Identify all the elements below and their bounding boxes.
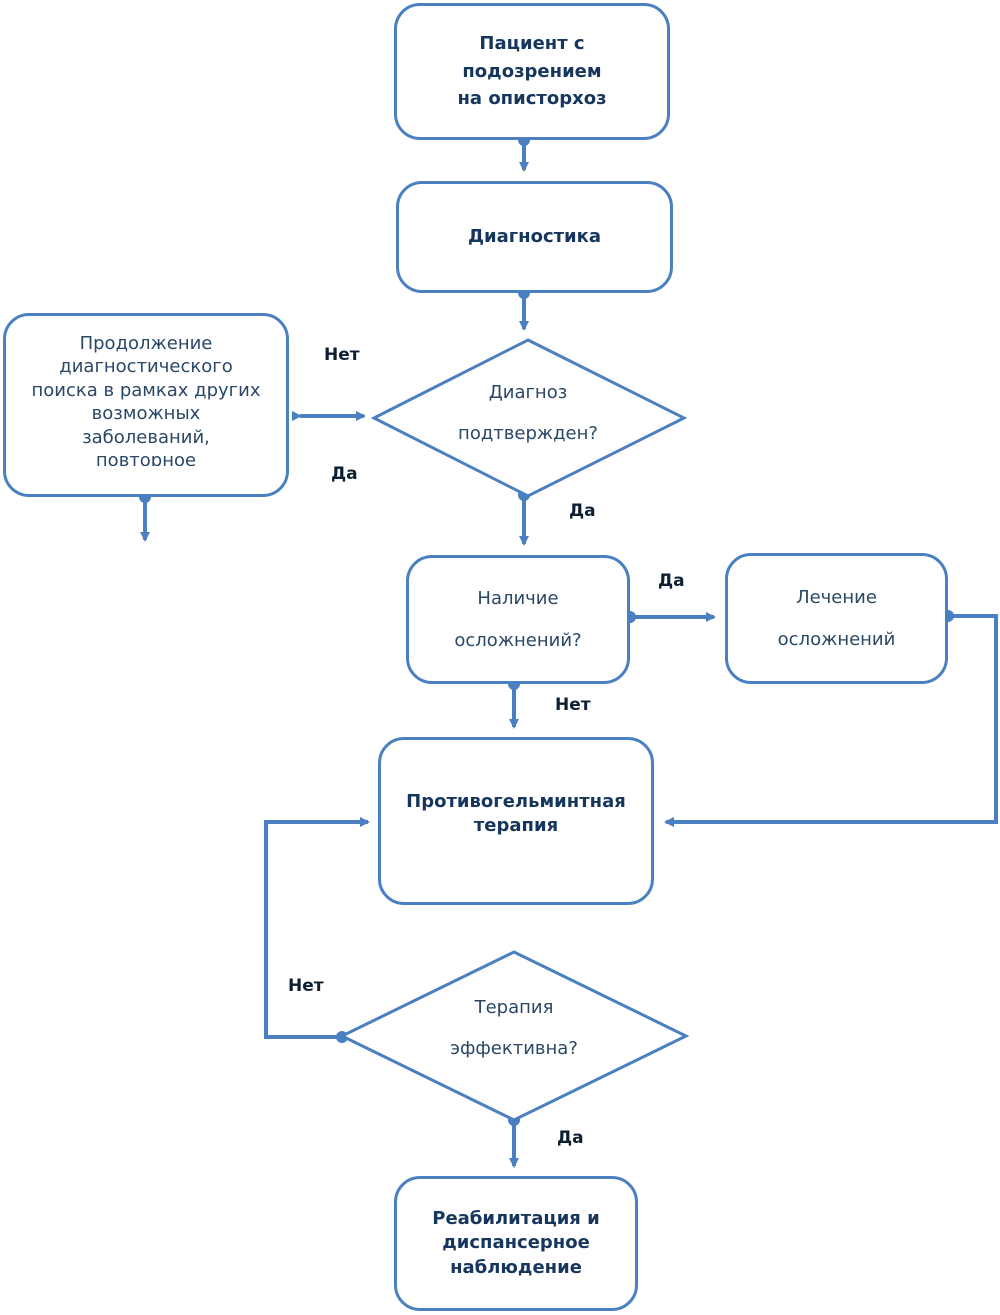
node-rehabilitation: Реабилитация и диспансерное наблюдение bbox=[394, 1176, 638, 1311]
label-yes-therapy: Да bbox=[557, 1128, 584, 1148]
node-start-label: Пациент с подозрением на описторхоз bbox=[457, 32, 607, 110]
label-yes-left: Да bbox=[331, 464, 358, 484]
edge-therapy-no-loop bbox=[264, 817, 370, 1039]
node-treat-complications-label: Лечение осложнений bbox=[777, 587, 896, 650]
decision-diamond-diagnosis bbox=[370, 338, 688, 498]
node-anthelmintic-label: Противогельминтная терапия bbox=[406, 791, 626, 837]
label-no-complications: Нет bbox=[555, 695, 591, 715]
node-diagnostics-label: Диагностика bbox=[467, 226, 602, 248]
node-treat-complications: Лечение осложнений bbox=[725, 553, 948, 684]
label-yes-down: Да bbox=[569, 501, 596, 521]
edge-treatment-anthelmintic bbox=[664, 614, 998, 827]
node-other-search: Продолжение диагностического поиска в ра… bbox=[3, 313, 289, 497]
node-start: Пациент с подозрением на описторхоз bbox=[394, 3, 670, 140]
node-complications: Наличие осложнений? bbox=[406, 555, 630, 684]
node-rehabilitation-label: Реабилитация и диспансерное наблюдение bbox=[432, 1208, 600, 1278]
node-other-search-label: Продолжение диагностического поиска в ра… bbox=[31, 333, 261, 466]
decision-therapy-label: Терапия эффективна? bbox=[450, 997, 578, 1060]
label-yes-complications: Да bbox=[658, 571, 685, 591]
label-no-left: Нет bbox=[324, 345, 360, 365]
decision-diamond-therapy bbox=[338, 950, 690, 1122]
node-diagnostics: Диагностика bbox=[396, 181, 673, 293]
label-no-therapy: Нет bbox=[288, 976, 324, 996]
decision-diagnosis-label: Диагноз подтвержден? bbox=[458, 382, 598, 445]
node-complications-label: Наличие осложнений? bbox=[454, 588, 582, 651]
node-anthelmintic: Противогельминтная терапия bbox=[378, 737, 654, 905]
